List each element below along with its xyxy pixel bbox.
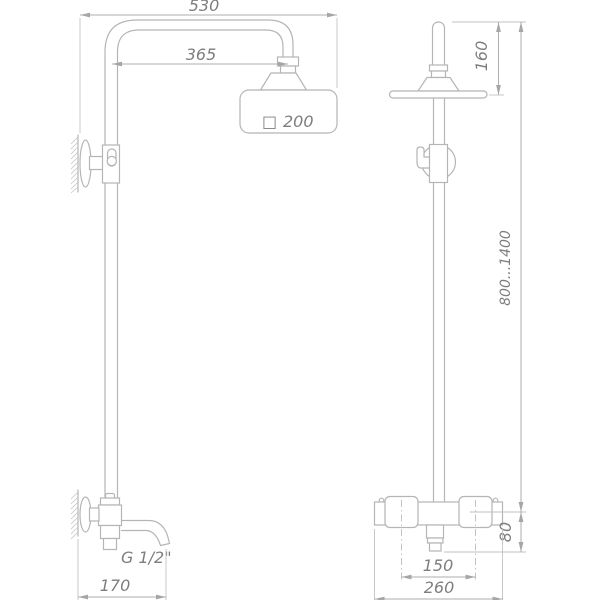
mixer-left-handle: [384, 495, 419, 529]
head-stem-pipe: [431, 21, 446, 66]
mixer-front: [373, 495, 504, 552]
shower-head-front: [388, 90, 488, 99]
lower-wall-hatching: [70, 491, 79, 540]
front-view: 160 800...1400 80 150 260: [373, 21, 526, 600]
mixer-hose-nut: [426, 537, 444, 544]
lower-bracket-neck: [88, 507, 100, 522]
mixer-width-label: 260: [424, 578, 455, 597]
lower-wall: [70, 489, 79, 540]
head-stem-collar: [430, 70, 447, 79]
bracket-lever: [416, 146, 432, 169]
upper-wall-hatching: [70, 136, 79, 194]
shower-head-side: [239, 89, 338, 134]
spout: [120, 519, 171, 547]
mixer-hose-tip: [428, 542, 442, 552]
dimension-arm-reach: 365: [112, 45, 288, 67]
slider-screw: [106, 155, 118, 167]
bracket-sleeve-front: [428, 143, 449, 184]
head-connector-collar: [279, 65, 297, 74]
side-view: □ 200 530 365: [70, 0, 338, 600]
head-size-label: 200: [283, 112, 314, 131]
head-connector-nut: [276, 56, 300, 67]
mixer-drop-label: 80: [496, 522, 515, 542]
dimension-head-height: 160: [452, 21, 526, 96]
head-cone-front: [416, 76, 461, 92]
dimension-arm-width: 530: [79, 0, 338, 133]
arm-reach-label: 365: [186, 45, 217, 64]
head-size-symbol: □: [262, 112, 277, 131]
mixer-body-side: [97, 504, 123, 527]
spout-reach-label: 170: [100, 576, 131, 595]
handle-spacing-label: 150: [423, 556, 454, 575]
dimension-mixer-width: 260: [374, 529, 503, 600]
mixer-side: [97, 492, 171, 551]
upper-wall: [70, 134, 79, 194]
mixer-outlet-pipe: [102, 537, 118, 551]
arm-width-label: 530: [189, 0, 220, 15]
head-height-label: 160: [472, 41, 491, 72]
riser-arm-inner-line: [116, 29, 284, 500]
mixer-lower-block: [99, 524, 121, 540]
column-height-label: 800...1400: [498, 230, 514, 306]
dimension-spout-reach: 170: [77, 539, 167, 600]
dimension-handle-spacing: 150: [401, 556, 476, 580]
head-stem-nut: [428, 64, 449, 72]
dimension-mixer-drop: 80: [444, 512, 526, 553]
dimension-column-height: 800...1400: [470, 22, 526, 513]
upper-bracket-neck: [88, 155, 105, 171]
mixer-top-cap: [99, 497, 121, 506]
riser-arm-outer-line: [104, 19, 294, 500]
mixer-under-block: [425, 524, 445, 539]
head-cone: [259, 72, 308, 91]
outlet-thread-label: G 1/2": [121, 548, 172, 567]
